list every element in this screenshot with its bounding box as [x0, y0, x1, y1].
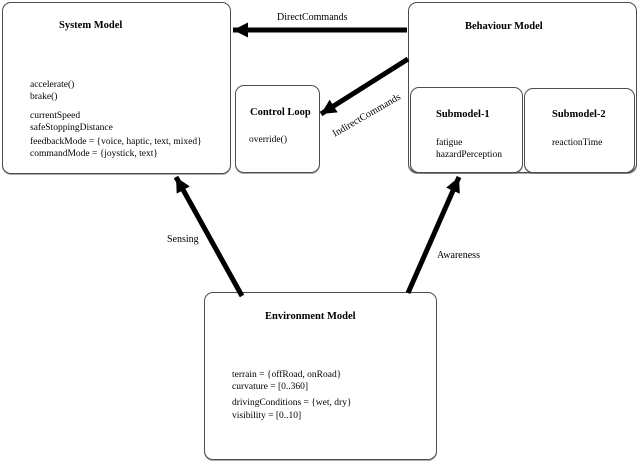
submodel-2-variables: reactionTime — [552, 138, 602, 150]
attribute-line: hazardPerception — [436, 149, 502, 160]
submodel-2-box: Submodel-2 reactionTime — [524, 88, 635, 173]
system-model-modes: feedbackMode = {voice, haptic, text, mix… — [30, 137, 202, 160]
attribute-line: fatigue — [436, 138, 463, 148]
attribute-line: currentSpeed — [30, 111, 81, 121]
indirect-commands-label: IndirectCommands — [330, 91, 403, 140]
environment-model-conditions: drivingConditions = {wet, dry} — [232, 398, 352, 410]
environment-model-visibility: visibility = [0..10] — [232, 411, 301, 423]
attribute-line: reactionTime — [552, 138, 603, 148]
submodel-1-box: Submodel-1 fatigue hazardPerception — [410, 87, 523, 173]
attribute-line: commandMode = {joystick, text} — [30, 148, 158, 159]
awareness-label: Awareness — [437, 250, 480, 261]
environment-model-terrain: terrain = {offRoad, onRoad} curvature = … — [232, 370, 341, 393]
attribute-line: safeStoppingDistance — [30, 122, 113, 133]
attribute-line: drivingConditions = {wet, dry} — [232, 398, 352, 408]
attribute-line: curvature = [0..360] — [232, 381, 309, 392]
system-model-variables: currentSpeed safeStoppingDistance — [30, 111, 113, 134]
attribute-line: terrain = {offRoad, onRoad} — [232, 370, 342, 380]
behaviour-model-title: Behaviour Model — [465, 21, 543, 32]
attribute-line: visibility = [0..10] — [232, 411, 302, 421]
attribute-line: accelerate() — [30, 80, 75, 90]
control-loop-box: Control Loop override() — [235, 85, 320, 173]
attribute-line: feedbackMode = {voice, haptic, text, mix… — [30, 137, 202, 147]
environment-model-box: Environment Model terrain = {offRoad, on… — [204, 292, 437, 460]
submodel-2-title: Submodel-2 — [552, 109, 606, 120]
control-loop-operations: override() — [249, 135, 287, 147]
system-model-box: System Model accelerate() brake() curren… — [2, 2, 231, 174]
attribute-line: override() — [249, 135, 287, 145]
control-loop-title: Control Loop — [250, 107, 311, 118]
submodel-1-title: Submodel-1 — [436, 109, 490, 120]
system-model-title: System Model — [59, 20, 123, 31]
attribute-line: brake() — [30, 91, 58, 102]
environment-model-title: Environment Model — [265, 311, 356, 322]
sensing-label: Sensing — [167, 234, 199, 245]
direct-commands-label: DirectCommands — [277, 12, 348, 23]
submodel-1-variables: fatigue hazardPerception — [436, 138, 502, 161]
system-model-operations: accelerate() brake() — [30, 80, 74, 103]
awareness-arrow — [405, 175, 462, 295]
